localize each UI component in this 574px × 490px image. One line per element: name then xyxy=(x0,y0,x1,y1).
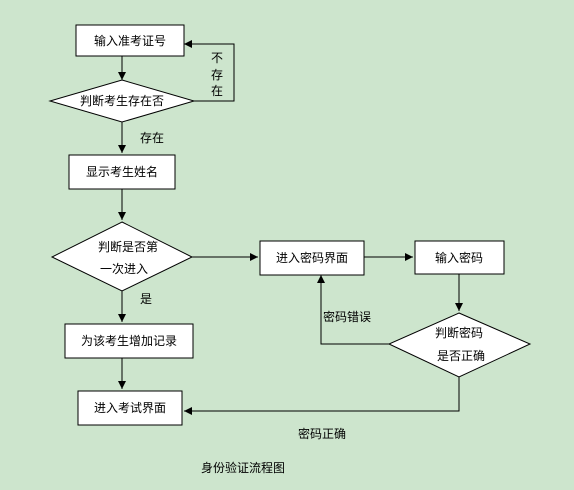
node-check-password: 判断密码 是否正确 xyxy=(387,312,532,378)
node-show-name: 显示考生姓名 xyxy=(68,154,176,190)
node-check-password-label-2: 是否正确 xyxy=(437,349,485,363)
node-first-entry: 判断是否第 一次进入 xyxy=(50,221,194,292)
node-enter-exam-label: 进入考试界面 xyxy=(94,400,166,415)
node-input-password: 输入密码 xyxy=(414,240,505,275)
node-check-password-label-1: 判断密码 xyxy=(435,325,483,340)
edge-label-exists: 存在 xyxy=(140,131,164,145)
edge-label-yes: 是 xyxy=(140,292,152,306)
edge-label-not-exists-2: 存 xyxy=(211,68,223,82)
diagram-caption: 身份验证流程图 xyxy=(201,460,285,475)
node-enter-exam: 进入考试界面 xyxy=(77,390,183,426)
node-add-record-label: 为该考生增加记录 xyxy=(81,334,177,348)
edge-label-not-exists-3: 在 xyxy=(211,84,223,98)
node-input-ticket-label: 输入准考证号 xyxy=(94,33,166,48)
edge-password-correct xyxy=(184,377,460,415)
node-check-exists: 判断考生存在否 xyxy=(48,79,196,123)
node-first-entry-label-2: 一次进入 xyxy=(100,262,148,276)
edge-password-wrong-loop xyxy=(317,275,389,345)
node-first-entry-label-1: 判断是否第 xyxy=(98,239,158,254)
node-check-exists-label: 判断考生存在否 xyxy=(80,93,164,108)
node-add-record: 为该考生增加记录 xyxy=(64,323,194,359)
edge-not-exists-loop xyxy=(184,40,235,102)
edge-label-password-correct: 密码正确 xyxy=(298,426,346,441)
node-input-password-label: 输入密码 xyxy=(435,250,483,265)
node-enter-password-page-label: 进入密码界面 xyxy=(276,250,348,265)
node-input-ticket: 输入准考证号 xyxy=(75,24,185,57)
edge-label-not-exists-1: 不 xyxy=(211,51,223,65)
node-enter-password-page: 进入密码界面 xyxy=(259,240,365,276)
edge-label-password-wrong: 密码错误 xyxy=(323,309,371,324)
node-show-name-label: 显示考生姓名 xyxy=(86,164,158,179)
